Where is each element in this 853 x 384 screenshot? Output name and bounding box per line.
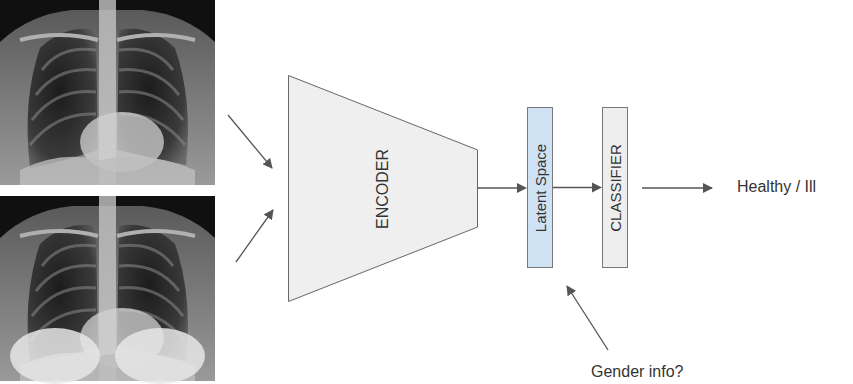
input-arrow (236, 210, 273, 262)
leader-arrow (567, 286, 608, 350)
input-arrow (228, 115, 272, 168)
node-text: Latent Space (532, 143, 549, 231)
classifier-box: CLASSIFIER (602, 107, 628, 268)
node-text: ENCODER (374, 148, 392, 228)
annotation-label: Gender info? (591, 363, 684, 381)
node-text: CLASSIFIER (607, 144, 624, 232)
encoder-trapezoid: ENCODER (288, 75, 478, 302)
flow-arrow (553, 183, 602, 193)
xray-image (0, 0, 215, 185)
flow-arrow (478, 183, 527, 193)
output-label: Healthy / Ill (737, 178, 816, 196)
xray-image (0, 196, 215, 384)
output-arrow (642, 187, 712, 188)
latent-space-box: Latent Space (527, 107, 553, 268)
